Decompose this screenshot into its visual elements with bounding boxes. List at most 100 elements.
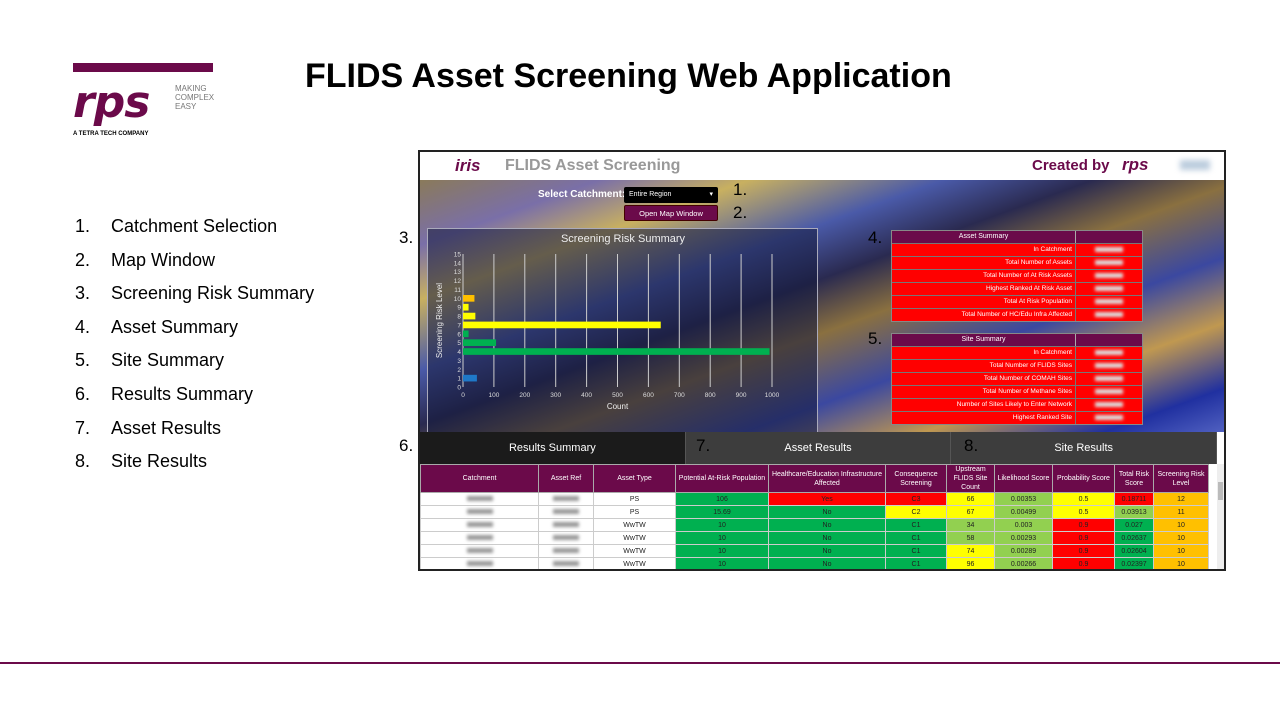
summary-row: In Catchment: [892, 243, 1142, 256]
catchment-select[interactable]: Entire Region ▾: [624, 187, 718, 203]
slide-title: FLIDS Asset Screening Web Application: [305, 57, 952, 95]
table-cell: 15.69: [675, 505, 769, 519]
summary-row: Total Number of Methane Sites: [892, 385, 1142, 398]
y-tick-label: 5: [457, 340, 461, 347]
table-cell: 0.02397: [1114, 557, 1154, 569]
column-header[interactable]: Screening Risk Level: [1153, 464, 1209, 493]
column-header[interactable]: Asset Type: [593, 464, 676, 493]
y-tick-label: 7: [457, 322, 461, 329]
summary-row: Total Number of Assets: [892, 256, 1142, 269]
summary-value-redacted: [1076, 309, 1142, 321]
y-axis-label: Screening Risk Level: [435, 283, 444, 358]
column-header[interactable]: Likelihood Score: [994, 464, 1053, 493]
table-cell: 0.9: [1052, 518, 1115, 532]
callout-3: 3.: [399, 228, 414, 247]
table-cell: 0.5: [1052, 505, 1115, 519]
catchment-redacted: [420, 544, 539, 558]
table-cell: 0.00289: [994, 544, 1053, 558]
table-cell: 0.00293: [994, 531, 1053, 545]
table-cell: No: [768, 544, 886, 558]
y-tick-label: 0: [457, 385, 461, 392]
summary-label: Total Number of FLIDS Sites: [892, 360, 1076, 372]
rps-logo-small: rps: [1122, 155, 1149, 174]
x-tick-label: 400: [581, 392, 592, 399]
column-header[interactable]: Consequence Screening: [885, 464, 947, 493]
asset-ref-redacted: [538, 544, 594, 558]
y-tick-label: 8: [457, 314, 461, 321]
summary-row: Total Number of HC/Edu Infra Affected: [892, 308, 1142, 321]
x-tick-label: 700: [674, 392, 685, 399]
x-tick-label: 100: [488, 392, 499, 399]
y-tick-label: 10: [454, 296, 462, 303]
table-cell: 10: [675, 518, 769, 532]
column-header[interactable]: Probability Score: [1052, 464, 1115, 493]
tab-results-summary[interactable]: Results Summary: [420, 432, 686, 464]
table-cell: 0.02637: [1114, 531, 1154, 545]
callout-2: 2.: [733, 203, 748, 222]
column-header[interactable]: Healthcare/Education Infrastructure Affe…: [768, 464, 886, 493]
table-cell: 0.9: [1052, 557, 1115, 569]
table-cell: 0.00499: [994, 505, 1053, 519]
summary-value-redacted: [1076, 244, 1142, 256]
column-header[interactable]: Catchment: [420, 464, 539, 493]
table-cell: C1: [885, 531, 947, 545]
table-cell: 0.00353: [994, 492, 1053, 506]
summary-value-redacted: [1076, 360, 1142, 372]
x-tick-label: 0: [461, 392, 465, 399]
callout-6: 6.: [399, 436, 414, 455]
catchment-redacted: [420, 557, 539, 569]
bar-level-7: [463, 321, 661, 329]
summary-value-redacted: [1076, 386, 1142, 398]
summary-label: Highest Ranked Site: [892, 412, 1076, 424]
table-cell: 10: [1153, 557, 1209, 569]
catchment-redacted: [420, 492, 539, 506]
legend-item: 7.Asset Results: [75, 417, 222, 438]
table-cell: 0.027: [1114, 518, 1154, 532]
y-tick-label: 2: [457, 367, 461, 374]
bar-level-8: [463, 312, 476, 320]
table-cell: No: [768, 518, 886, 532]
column-header[interactable]: Upstream FLIDS Site Count: [946, 464, 995, 493]
table-cell: No: [768, 557, 886, 569]
tab-asset-results[interactable]: Asset Results: [685, 432, 952, 464]
asset-ref-redacted: [538, 557, 594, 569]
table-scrollbar[interactable]: [1217, 464, 1224, 569]
y-tick-label: 12: [454, 278, 462, 285]
open-map-window-button[interactable]: Open Map Window: [624, 205, 718, 221]
summary-label: In Catchment: [892, 347, 1076, 359]
app-title: FLIDS Asset Screening: [505, 157, 681, 174]
table-cell: 106: [675, 492, 769, 506]
chevron-down-icon: ▾: [709, 191, 713, 198]
table-cell: 0.00266: [994, 557, 1053, 569]
column-header[interactable]: Total Risk Score: [1114, 464, 1154, 493]
x-tick-label: 200: [519, 392, 530, 399]
callout-4: 4.: [868, 228, 883, 247]
x-tick-label: 1000: [765, 392, 780, 399]
created-by-label: Created by: [1032, 157, 1110, 174]
legend-item: 8.Site Results: [75, 451, 208, 472]
table-cell: 10: [1153, 518, 1209, 532]
iris-logo: iris: [455, 156, 481, 175]
summary-value-redacted: [1076, 373, 1142, 385]
asset-ref-redacted: [538, 505, 594, 519]
column-header[interactable]: Asset Ref: [538, 464, 594, 493]
table-cell: C1: [885, 557, 947, 569]
asset-ref-redacted: [538, 531, 594, 545]
app-header: iris FLIDS Asset Screening Created by rp…: [420, 152, 1224, 180]
table-cell: 0.02604: [1114, 544, 1154, 558]
x-tick-label: 900: [736, 392, 747, 399]
x-axis-label: Count: [607, 402, 629, 411]
table-cell: No: [768, 505, 886, 519]
tab-site-results[interactable]: Site Results: [951, 432, 1218, 464]
column-header[interactable]: Potential At-Risk Population: [675, 464, 769, 493]
catchment-select-value: Entire Region: [629, 191, 672, 198]
